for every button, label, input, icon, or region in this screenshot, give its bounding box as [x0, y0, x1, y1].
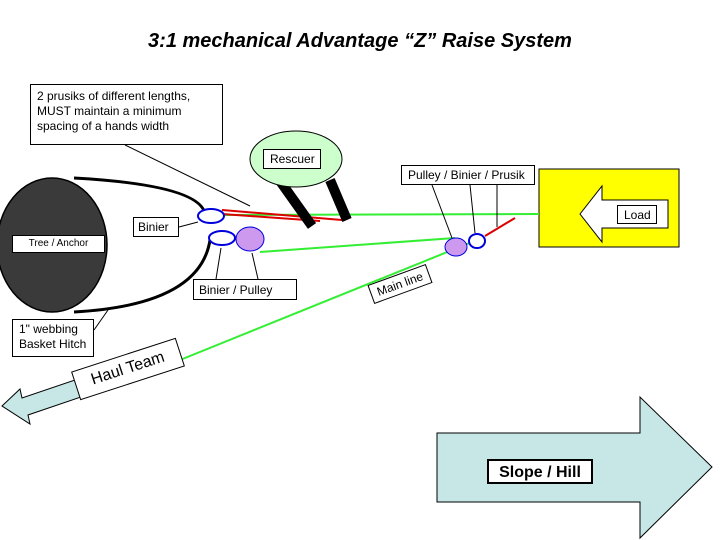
- callout-prusik-note: [124, 144, 251, 207]
- callout-pbp-1: [431, 184, 453, 239]
- callout-binier: [178, 221, 199, 228]
- binier-upper: [197, 208, 225, 224]
- main-line-haul: [179, 239, 478, 361]
- callout-bp-2: [251, 252, 259, 280]
- webbing-loop-lower: [73, 239, 212, 314]
- webbing-label: 1" webbing Basket Hitch: [12, 319, 94, 357]
- load-label: Load: [617, 205, 657, 224]
- binier-load: [468, 233, 486, 249]
- prusik-note: 2 prusiks of different lengths, MUST mai…: [30, 84, 223, 145]
- pulley-load: [444, 237, 468, 257]
- callout-webbing: [93, 309, 109, 331]
- haul-team-arrow: [1, 379, 82, 426]
- prusik-line-3: [484, 217, 516, 237]
- slope-hill-label: Slope / Hill: [487, 459, 593, 484]
- page-title: 3:1 mechanical Advantage “Z” Raise Syste…: [148, 30, 572, 52]
- binier-pulley-label: Binier / Pulley: [193, 279, 297, 300]
- callout-bp-1: [215, 247, 222, 280]
- rescuer-label: Rescuer: [263, 149, 321, 169]
- rescuer-leg-left: [275, 178, 317, 229]
- prusik-line-1: [221, 209, 343, 221]
- pulley-binier-prusik-label: Pulley / Binier / Prusik: [401, 165, 535, 185]
- binier-lower: [208, 230, 236, 246]
- rescuer-leg-right: [325, 178, 352, 222]
- callout-pbp-2: [469, 184, 476, 234]
- binier-label: Binier: [133, 217, 179, 237]
- tree-anchor-label: Tree / Anchor: [12, 235, 105, 253]
- webbing-loop: [73, 176, 207, 215]
- pulley-anchor: [235, 226, 265, 252]
- main-line-lower: [259, 237, 456, 253]
